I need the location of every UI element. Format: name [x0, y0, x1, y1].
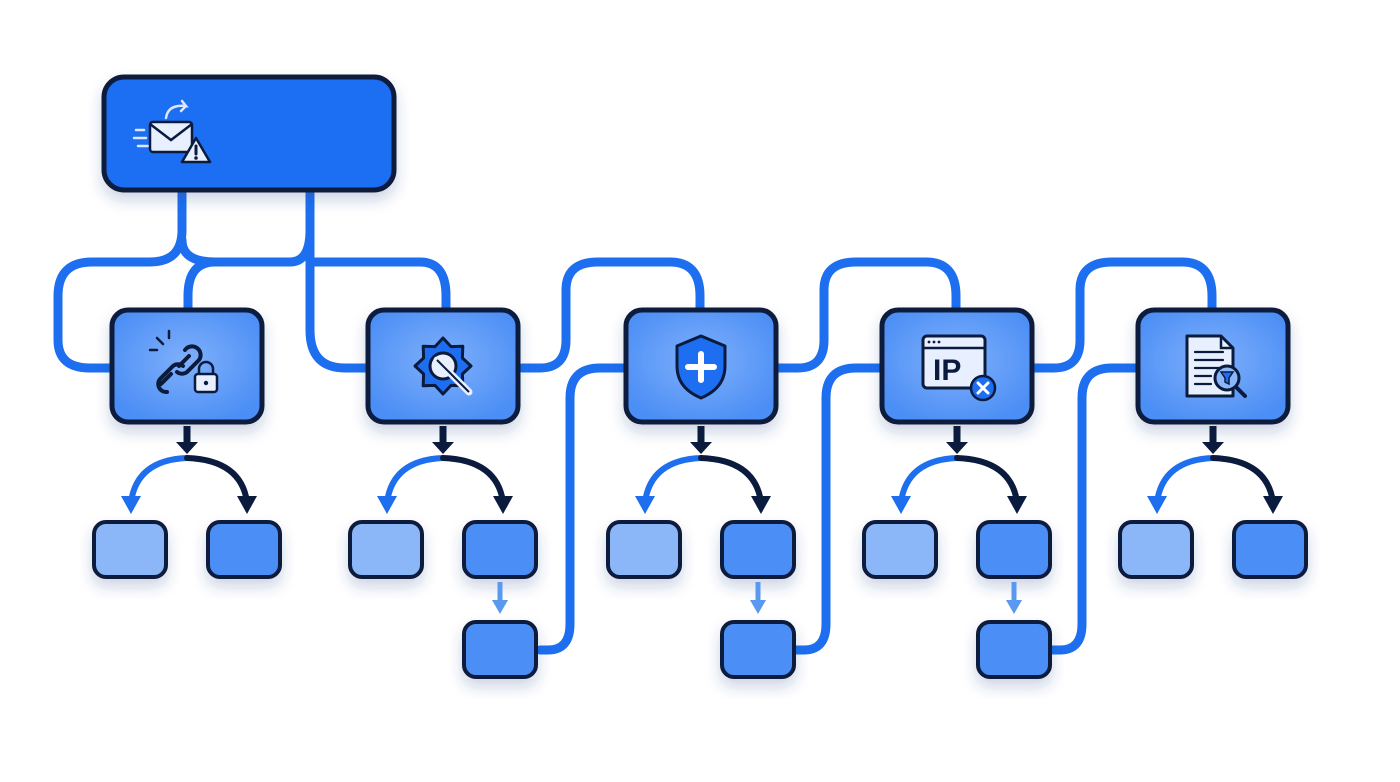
gear-wrench-icon	[413, 336, 473, 396]
connector-stage2-stage3	[517, 257, 705, 373]
outcome-node-left[interactable]	[92, 520, 168, 579]
connector-stage3-stage4	[773, 257, 961, 373]
outcome-node-left[interactable]	[606, 520, 682, 579]
outcome-node-left[interactable]	[862, 520, 938, 579]
stage-node-shield-protection[interactable]	[623, 307, 779, 425]
branch-arrows	[377, 426, 513, 514]
root-node[interactable]	[101, 74, 397, 193]
branch-arrows	[635, 426, 771, 514]
stage-node-settings-tools[interactable]	[365, 307, 521, 425]
follow-up-node[interactable]	[976, 620, 1052, 679]
connector-root-stage1b	[183, 257, 220, 317]
outcome-node-right[interactable]	[206, 520, 282, 579]
branch-arrows	[891, 426, 1027, 514]
branch-arrows	[1147, 426, 1283, 514]
outcome-node-right[interactable]	[1232, 520, 1308, 579]
stage-node-box	[109, 307, 265, 425]
connector-followup3-stage5	[1047, 363, 1143, 655]
connector-stage4-stage5	[1029, 257, 1217, 373]
ip-label: IP	[933, 354, 961, 387]
outcome-node-left[interactable]	[348, 520, 424, 579]
follow-up-node[interactable]	[462, 620, 538, 679]
connector-followup1-stage3	[535, 363, 631, 655]
follow-up-arrow-head	[1006, 600, 1022, 614]
connector-followup2-stage4	[791, 363, 887, 655]
email-forward-warning-icon	[132, 99, 212, 164]
connector-root-left	[53, 187, 187, 373]
outcome-node-right[interactable]	[462, 520, 538, 579]
broken-link-lock-icon	[148, 329, 219, 394]
connector-root-stage1	[177, 187, 315, 267]
branch-arrows	[121, 426, 257, 514]
follow-up-arrow-head	[750, 600, 766, 614]
outcome-node-right[interactable]	[976, 520, 1052, 579]
stage-node-document-filter[interactable]	[1135, 307, 1291, 425]
follow-up-node[interactable]	[720, 620, 796, 679]
document-filter-icon	[1185, 334, 1247, 398]
outcome-node-right[interactable]	[720, 520, 796, 579]
connector-lines	[53, 187, 1217, 655]
ip-window-block-icon: IP	[921, 334, 997, 402]
outcome-node-left[interactable]	[1118, 520, 1194, 579]
stage-node-link-security[interactable]	[109, 307, 265, 425]
connector-root-stage2	[305, 195, 373, 373]
stage-group: IP	[92, 307, 1308, 679]
follow-up-arrow-head	[492, 600, 508, 614]
connector-root-stage2b	[305, 257, 451, 317]
shield-plus-icon	[675, 334, 727, 400]
stage-node-ip-block[interactable]: IP	[879, 307, 1035, 425]
